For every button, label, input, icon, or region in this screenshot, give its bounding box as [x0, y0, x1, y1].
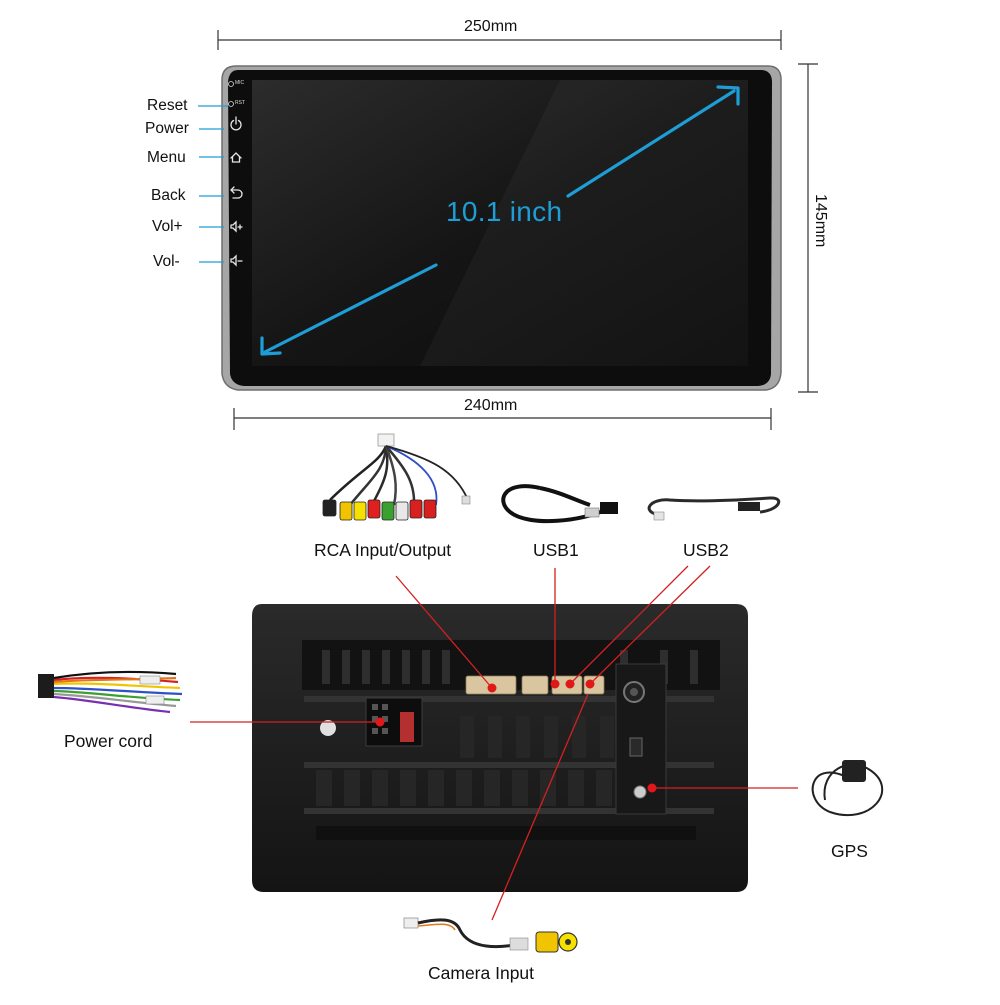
- home-icon: [230, 152, 242, 163]
- volume-up-icon: [230, 220, 243, 233]
- button-icons: [230, 116, 243, 267]
- dimension-label-height: 145mm: [812, 194, 829, 248]
- connector-label-rca: RCA Input/Output: [314, 540, 452, 560]
- power-icon: [230, 116, 242, 131]
- dimension-line-bottom-width: [233, 408, 772, 430]
- volume-down-icon: [230, 254, 243, 267]
- button-label-back: Back: [151, 187, 186, 204]
- diagonal-arrow: [260, 85, 740, 356]
- screen-diagonal-label: 10.1 inch: [446, 196, 563, 227]
- power-socket: [400, 712, 414, 742]
- connector-label-usb2: USB2: [683, 540, 729, 560]
- pointer-lines: [190, 565, 798, 921]
- rca-harness-image: [322, 433, 471, 521]
- button-label-vol-up: Vol+: [152, 218, 183, 235]
- camera-cable-image: [403, 917, 578, 953]
- mic-label: MIC: [235, 80, 245, 86]
- button-callout-lines: [198, 105, 228, 263]
- connector-label-gps: GPS: [831, 841, 868, 861]
- dimension-line-top-width: [217, 30, 782, 50]
- button-label-vol-down: Vol-: [153, 253, 180, 270]
- power-cord-image: [38, 670, 183, 714]
- connector-label-power: Power cord: [64, 731, 153, 751]
- usb1-cable-image: [501, 484, 618, 524]
- dimension-label-bottom-width: 240mm: [464, 397, 518, 414]
- button-label-power: Power: [145, 120, 189, 137]
- gps-antenna-image: [811, 760, 884, 817]
- dimension-label-top-width: 250mm: [464, 18, 518, 35]
- connector-label-camera: Camera Input: [428, 963, 535, 983]
- connector-label-usb1: USB1: [533, 540, 579, 560]
- button-label-menu: Menu: [147, 149, 186, 166]
- back-arrow-icon: [230, 186, 243, 199]
- usb2-cable-image: [647, 496, 781, 521]
- head-unit-front: [221, 65, 782, 391]
- dimension-line-height: [798, 63, 818, 393]
- usb1-socket: [521, 675, 549, 695]
- button-label-reset: Reset: [147, 97, 188, 114]
- rst-label: RST: [235, 100, 245, 106]
- back-panel: [252, 604, 748, 892]
